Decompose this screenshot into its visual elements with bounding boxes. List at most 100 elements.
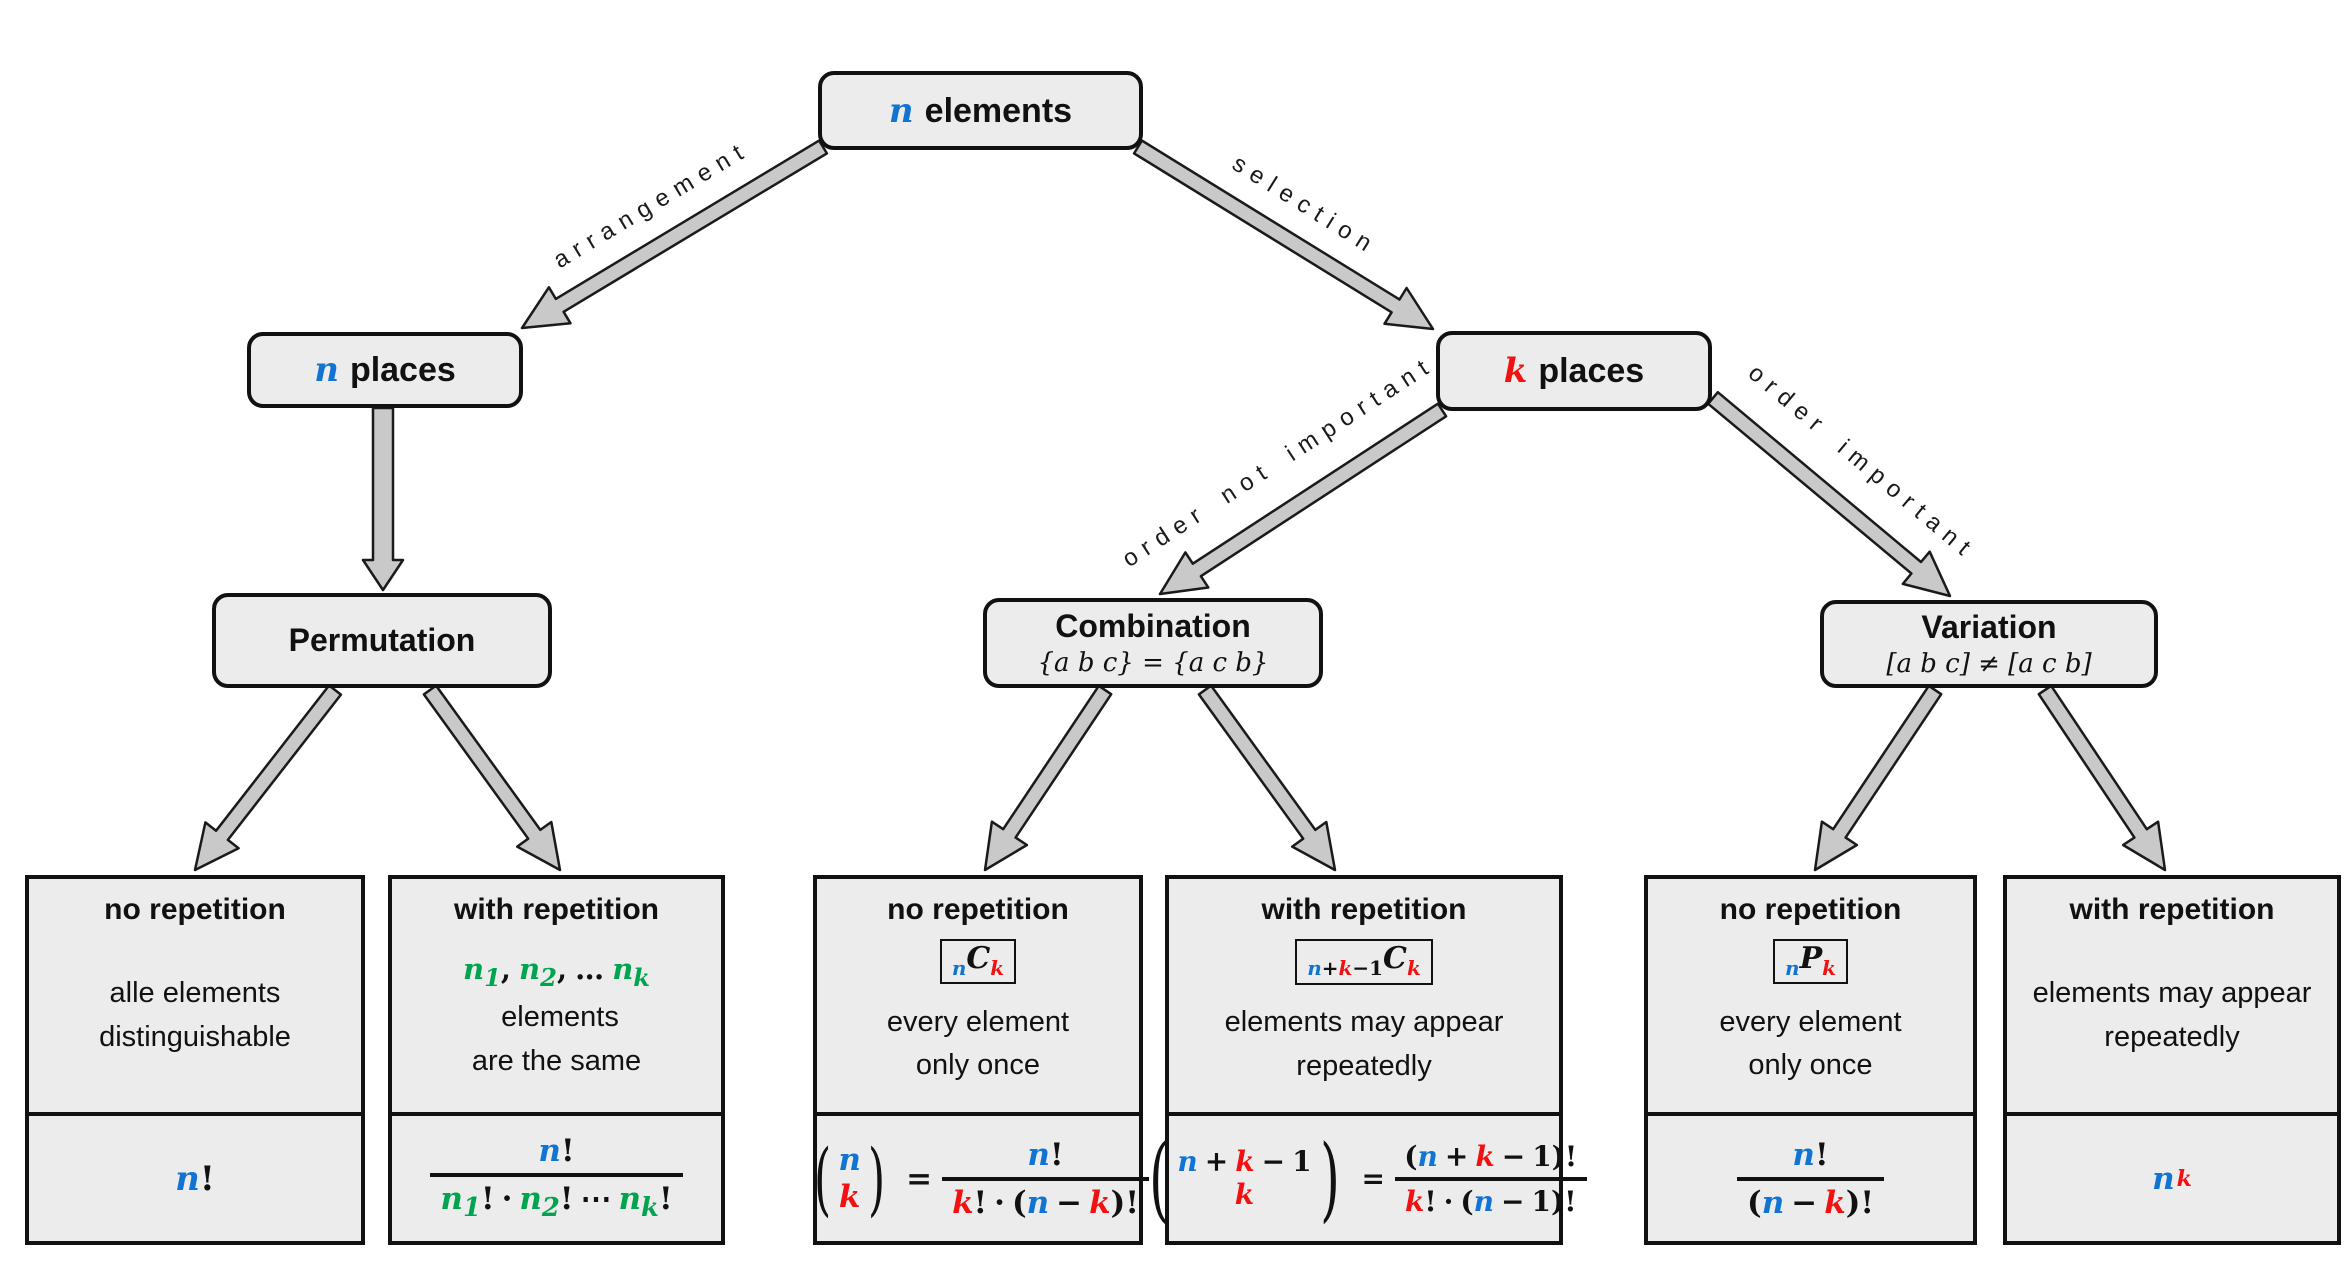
leaf-permutation-with-repetition: with repetition n1, n2, … nk elements ar…	[388, 875, 725, 1245]
node-variation-example: [a b c] ≠ [a c b]	[1886, 649, 2092, 680]
math-token: 1	[462, 1193, 481, 1224]
math-token: 1	[1531, 1184, 1551, 1218]
desc-line: only once	[1748, 1049, 1873, 1081]
math-token: k	[838, 1178, 861, 1215]
math-token: 1	[1292, 1145, 1312, 1179]
math-token: (	[1747, 1184, 1762, 1221]
leaf-description: n1, n2, … nk elements are the same	[398, 948, 715, 1083]
leaf-description: alle elements distinguishable	[99, 972, 291, 1059]
math-token: ·	[1443, 1184, 1454, 1218]
desc-line: only once	[915, 1049, 1041, 1081]
leaf-header: with repetition	[454, 893, 659, 926]
math-token: k	[952, 1184, 974, 1221]
desc-line: elements	[501, 1001, 619, 1034]
math-token: !	[1424, 1184, 1437, 1218]
math-token: 2	[541, 1193, 560, 1224]
math-token: !	[560, 1133, 575, 1170]
arrow-variation-to-no-repetition	[1813, 684, 1943, 872]
math-token: =	[906, 1160, 933, 1197]
leaf-header: no repetition	[104, 893, 286, 926]
math-token: −	[1501, 1184, 1525, 1218]
math-token: k	[1824, 1184, 1846, 1221]
math-token: n	[519, 951, 541, 986]
leaf-variation-no-repetition: no repetition nPk every element only onc…	[1644, 875, 1977, 1245]
math-token: ,	[556, 951, 568, 986]
notation-prefix: n+k−1	[1307, 956, 1384, 980]
formula-permutation-with-repetition: n! n1!·n2!⋯nk!	[392, 1112, 721, 1241]
math-token: ,	[500, 951, 511, 986]
math-token: !	[1564, 1139, 1578, 1173]
math-token: ·	[994, 1184, 1005, 1221]
math-token: !	[1860, 1184, 1874, 1221]
leaf-combination-no-repetition: no repetition nCk every element only onc…	[813, 875, 1149, 1245]
desc-line: every element	[886, 1005, 1070, 1038]
math-token: P	[1799, 941, 1823, 976]
leaf-combination-no-repetition-body: no repetition nCk every element only onc…	[817, 879, 1139, 1112]
math-token: k	[1235, 1145, 1255, 1179]
node-permutation-title: Permutation	[288, 622, 476, 659]
math-token: n	[1417, 1139, 1438, 1173]
math-token: +	[1444, 1139, 1469, 1173]
math-token: )	[1319, 1124, 1340, 1232]
fraction-numerator: n!	[1019, 1137, 1071, 1177]
math-token: k	[1338, 956, 1353, 980]
node-combination-example: {a b c} = {a c b}	[1037, 648, 1269, 679]
node-variation: Variation [a b c] ≠ [a c b]	[1820, 600, 2158, 688]
math-token: n	[1027, 1136, 1050, 1173]
math-token: ⋯	[580, 1181, 612, 1218]
formula-n-factorial: n!	[29, 1112, 361, 1241]
fraction-numerator: (n+k−1)!	[1396, 1140, 1585, 1177]
math-token: n	[175, 1158, 200, 1199]
fraction-numerator: n!	[530, 1133, 582, 1173]
math-token: −	[1056, 1184, 1083, 1221]
leaf-permutation-no-repetition-body: no repetition alle elements distinguisha…	[29, 879, 361, 1112]
math-token: k	[1406, 956, 1421, 980]
math-token: 1	[1369, 956, 1384, 980]
arrow-order-important	[1706, 390, 1952, 598]
math-token: (	[1460, 1184, 1474, 1218]
math-token: !	[559, 1181, 574, 1218]
math-token: (	[1404, 1139, 1418, 1173]
math-var-k: k	[1503, 351, 1528, 391]
math-token: n	[1473, 1184, 1495, 1218]
math-token: !	[1049, 1136, 1064, 1173]
math-var-n: n	[314, 350, 339, 390]
leaf-variation-with-repetition: with repetition elements may appear repe…	[2003, 875, 2341, 1245]
fraction-denominator: k!·(n−1)!	[1394, 1176, 1587, 1218]
math-token: k	[1089, 1184, 1111, 1221]
leaf-header: with repetition	[2069, 893, 2275, 926]
math-token: !	[480, 1181, 495, 1218]
arrow-arrangement	[520, 139, 829, 330]
math-token: n	[1026, 1184, 1050, 1221]
desc-line: alle elements	[109, 977, 281, 1009]
math-token: k	[1404, 1184, 1425, 1218]
math-token: +	[1321, 956, 1339, 980]
math-sequence: n1, n2, … nk	[462, 951, 650, 992]
arrow-n-places-to-permutation	[361, 406, 405, 592]
fraction: n! k!·(n−k)!	[942, 1137, 1149, 1221]
math-token: n	[462, 951, 485, 986]
math-token: k	[2176, 1165, 2192, 1192]
leaf-combination-with-repetition: with repetition n+k−1Ck elements may app…	[1150, 875, 1587, 1245]
math-token: k	[990, 956, 1005, 980]
math-token: −	[1352, 956, 1370, 980]
formula-variation-no-repetition: n! (n−k)!	[1648, 1112, 1973, 1241]
desc-line: distinguishable	[99, 1020, 291, 1053]
leaf-variation-with-repetition-body: with repetition elements may appear repe…	[2007, 879, 2337, 1112]
fraction-numerator: n!	[1784, 1137, 1836, 1177]
math-token: 1	[1532, 1139, 1552, 1173]
math-token: −	[1261, 1145, 1286, 1179]
node-variation-title: Variation	[1921, 608, 2057, 645]
desc-line: repeatedly	[1296, 1049, 1432, 1082]
math-token: n	[1792, 1136, 1815, 1173]
leaf-description: elements may appear repeatedly	[1225, 1001, 1504, 1088]
math-token: )	[1845, 1184, 1861, 1221]
arrow-order-not-important	[1158, 402, 1448, 596]
leaf-header: with repetition	[1261, 893, 1467, 926]
